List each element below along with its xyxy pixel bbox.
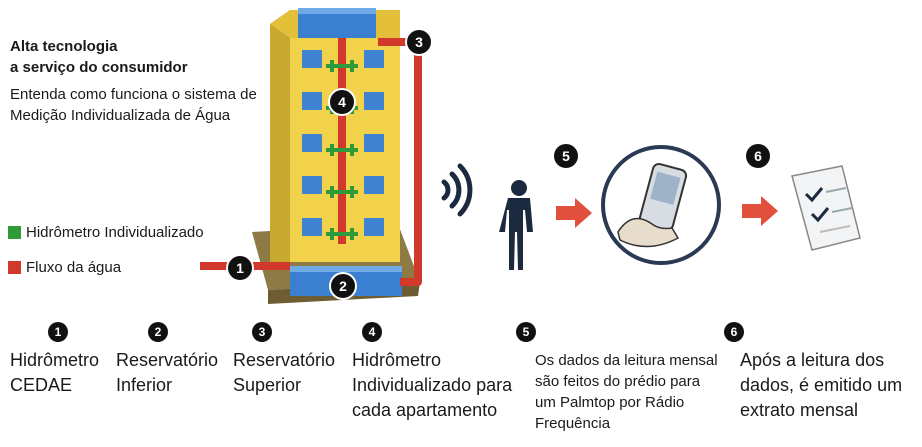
legend-swatch-red (8, 261, 21, 274)
legend-swatch-green (8, 226, 21, 239)
caption-step-6: Após a leitura dos dados, é emitido um e… (740, 350, 903, 420)
caption-step-4: Hidrômetro Individualizado para cada apa… (352, 350, 513, 420)
caption-step-1: Hidrômetro CEDAE (10, 350, 100, 395)
person-icon (499, 180, 533, 270)
badge-step-6: 6 (744, 142, 772, 170)
palmtop-icon (601, 145, 721, 265)
title-line-1: Alta tecnologia (10, 38, 118, 55)
title-line-2: a serviço do consumidor (10, 59, 188, 76)
badge-step-3: 3 (405, 28, 433, 56)
legend-item-meter: Hidrômetro Individualizado (8, 224, 204, 241)
badge-step-1: 1 (226, 254, 254, 282)
badge-step-4: 4 (328, 88, 356, 116)
building-windows (302, 50, 384, 236)
caption-step-3: Reservatório Superior (233, 350, 336, 395)
legend-label-flow: Fluxo da água (26, 259, 122, 276)
caption-badge-1: 1 (48, 322, 68, 342)
badge-step-2: 2 (329, 272, 357, 300)
diagram-subtitle: Entenda como funciona o sistema de Mediç… (10, 86, 257, 124)
caption-badge-4: 4 (362, 322, 382, 342)
caption-step-5: Os dados da leitura mensal são feitos do… (535, 352, 718, 432)
caption-badge-6: 6 (724, 322, 744, 342)
caption-badge-3: 3 (252, 322, 272, 342)
badge-step-5: 5 (552, 142, 580, 170)
arrow-to-document (742, 196, 778, 226)
caption-badge-2: 2 (148, 322, 168, 342)
document-icon (791, 165, 861, 251)
legend-item-flow: Fluxo da água (8, 259, 121, 276)
arrow-to-palmtop (556, 198, 592, 228)
caption-step-2: Reservatório Inferior (116, 350, 219, 395)
wifi-signal-icon (441, 163, 473, 217)
upper-reservoir (298, 8, 376, 38)
caption-badge-5: 5 (516, 322, 536, 342)
diagram-title: Alta tecnologia a serviço do consumidor (10, 36, 188, 78)
legend-label-meter: Hidrômetro Individualizado (26, 224, 204, 241)
